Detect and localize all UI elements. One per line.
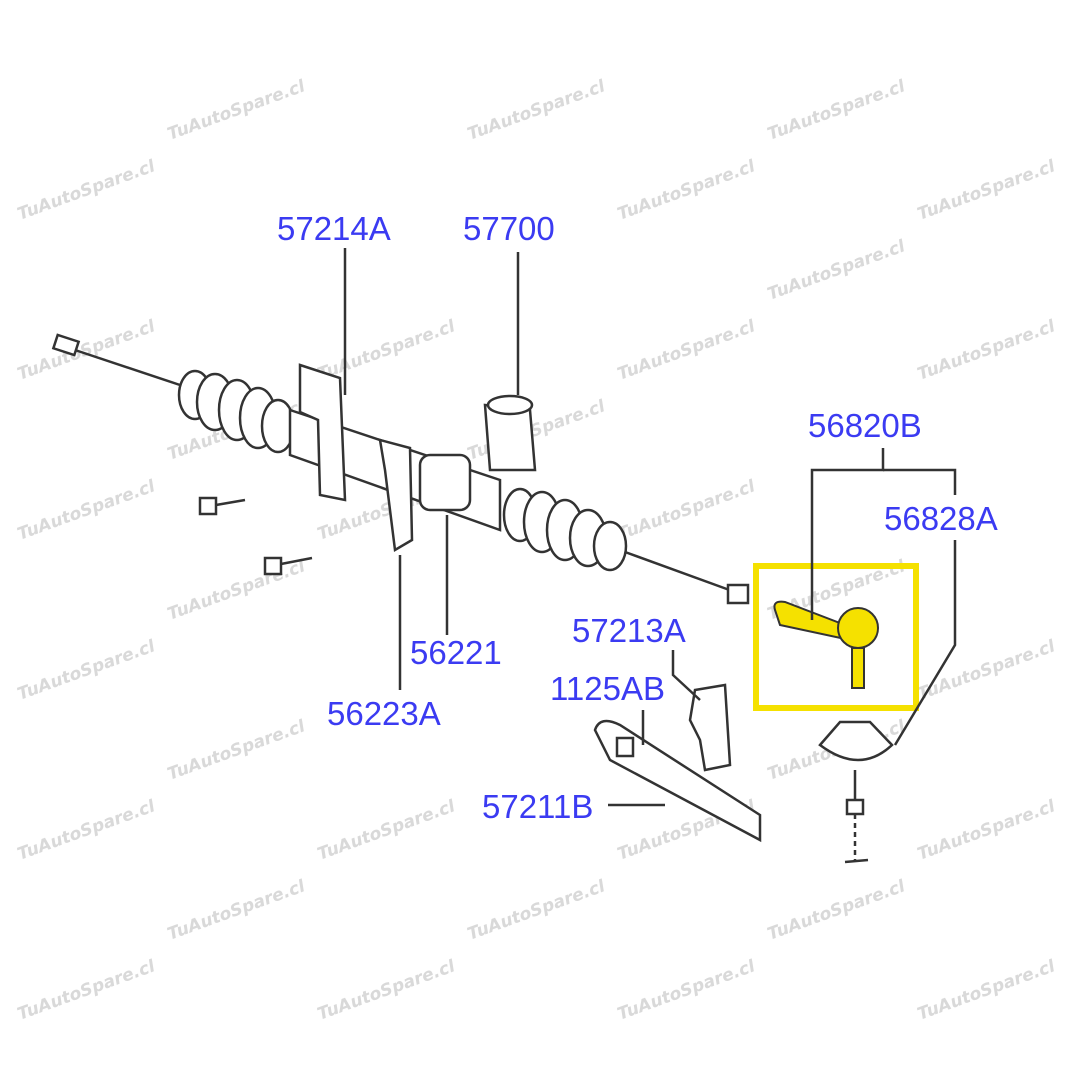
bolt-1125AB bbox=[615, 736, 635, 758]
watermark-text: TuAutoSpare.cl bbox=[315, 796, 459, 865]
label-56223A[interactable]: 56223A bbox=[327, 695, 441, 732]
watermark-text: TuAutoSpare.cl bbox=[615, 956, 759, 1025]
label-1125AB[interactable]: 1125AB bbox=[550, 670, 665, 707]
label-57211B[interactable]: 57211B bbox=[482, 788, 593, 825]
watermark-text: TuAutoSpare.cl bbox=[915, 796, 1059, 865]
label-56828A[interactable]: 56828A bbox=[884, 500, 998, 537]
watermark-text: TuAutoSpare.cl bbox=[15, 796, 159, 865]
watermark-text: TuAutoSpare.cl bbox=[15, 956, 159, 1025]
insulator bbox=[593, 719, 762, 843]
watermark-text: TuAutoSpare.cl bbox=[915, 156, 1059, 225]
watermark-text: TuAutoSpare.cl bbox=[165, 716, 309, 785]
dust-boot bbox=[818, 720, 894, 762]
label-57213A[interactable]: 57213A bbox=[572, 612, 686, 649]
left-tie-rod-end bbox=[51, 333, 81, 357]
left-boot bbox=[177, 369, 296, 454]
watermark-text: TuAutoSpare.cl bbox=[15, 476, 159, 545]
pinion-top bbox=[486, 394, 534, 416]
watermark-text: TuAutoSpare.cl bbox=[615, 156, 759, 225]
left-mount-bracket bbox=[298, 363, 347, 502]
watermark-text: TuAutoSpare.cl bbox=[915, 636, 1059, 705]
steering-rack-assembly bbox=[51, 333, 750, 605]
right-boot bbox=[502, 487, 628, 572]
watermark-text: TuAutoSpare.cl bbox=[165, 76, 309, 145]
watermark-text: TuAutoSpare.cl bbox=[15, 156, 159, 225]
watermark-text: TuAutoSpare.cl bbox=[915, 316, 1059, 385]
label-57700[interactable]: 57700 bbox=[463, 210, 555, 247]
watermark-text: TuAutoSpare.cl bbox=[465, 876, 609, 945]
leader-lines bbox=[343, 248, 957, 807]
bolt bbox=[198, 496, 218, 516]
watermark-text: TuAutoSpare.cl bbox=[315, 956, 459, 1025]
watermark-text: TuAutoSpare.cl bbox=[165, 556, 309, 625]
label-56820B[interactable]: 56820B bbox=[808, 407, 922, 444]
watermark-text: TuAutoSpare.cl bbox=[615, 316, 759, 385]
watermark-text: TuAutoSpare.cl bbox=[15, 316, 159, 385]
watermark-text: TuAutoSpare.cl bbox=[465, 76, 609, 145]
watermark-text: TuAutoSpare.cl bbox=[615, 476, 759, 545]
watermark-text: TuAutoSpare.cl bbox=[15, 636, 159, 705]
watermark-text: TuAutoSpare.cl bbox=[315, 316, 459, 385]
watermark-text: TuAutoSpare.cl bbox=[765, 236, 909, 305]
label-56221[interactable]: 56221 bbox=[410, 634, 502, 671]
bolt bbox=[263, 556, 283, 576]
highlight-box bbox=[753, 563, 919, 711]
watermark-text: TuAutoSpare.cl bbox=[765, 76, 909, 145]
tie-rod-end bbox=[773, 600, 879, 689]
clamp-57213A bbox=[688, 683, 732, 772]
tie-rod-nut bbox=[726, 583, 750, 605]
rack-clamp bbox=[378, 438, 414, 553]
rack-bushing bbox=[418, 453, 472, 512]
left-tie-rod bbox=[59, 343, 181, 387]
castle-nut bbox=[845, 798, 865, 816]
watermark-text: TuAutoSpare.cl bbox=[915, 956, 1059, 1025]
label-57214A[interactable]: 57214A bbox=[277, 210, 391, 247]
watermark-text: TuAutoSpare.cl bbox=[165, 876, 309, 945]
right-tie-rod bbox=[624, 550, 736, 594]
watermark-text: TuAutoSpare.cl bbox=[765, 876, 909, 945]
